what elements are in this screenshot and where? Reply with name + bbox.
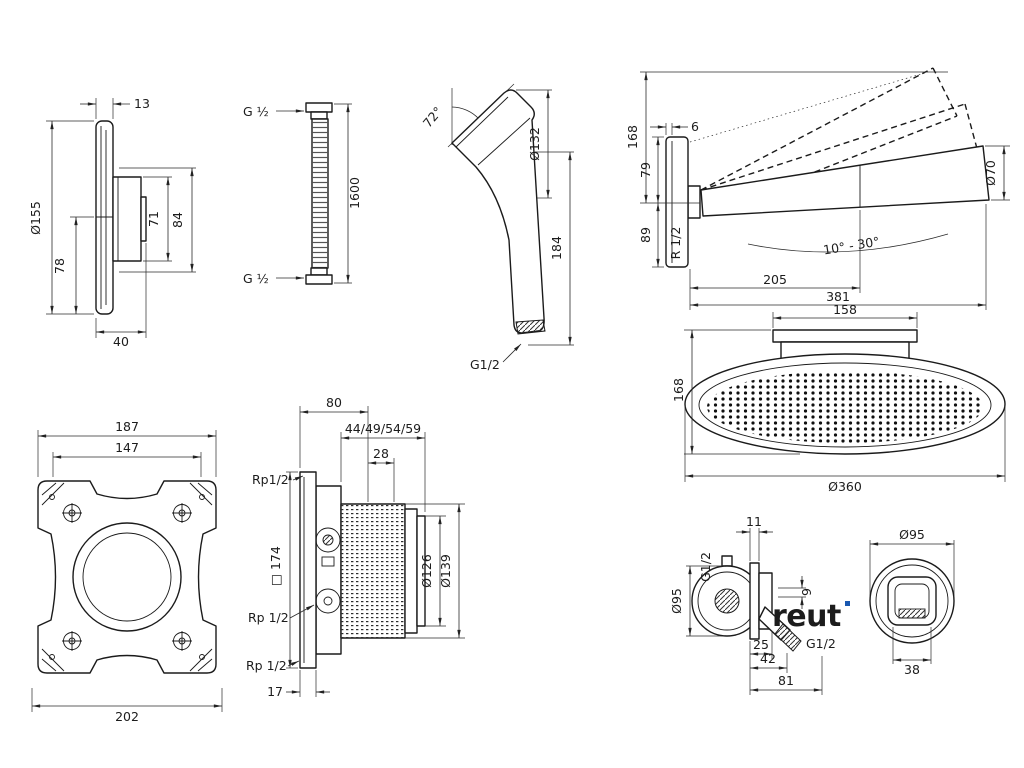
screw-holes — [49, 494, 205, 660]
dim-38-label: 38 — [904, 662, 920, 677]
handshower-g-label: G1/2 — [470, 357, 500, 372]
shower-arm-drawing: 168 6 79 89 R 1/2 10° - 30° 205 381 Ø70 — [625, 67, 1010, 310]
dim-28-label: 28 — [373, 446, 389, 461]
hose-g-top-label: G ½ — [243, 104, 269, 119]
dim-139-label: Ø139 — [438, 554, 453, 588]
dim-89-label: 89 — [638, 227, 653, 243]
watermark-mark — [845, 601, 850, 606]
dim-71-label: 71 — [146, 211, 161, 227]
hose-g-bottom-label: G ½ — [243, 271, 269, 286]
dim-155-label: Ø155 — [28, 201, 43, 235]
dim-84-label: 84 — [170, 212, 185, 228]
dim-95-outlet-label: Ø95 — [669, 588, 684, 614]
dim-79-label: 79 — [638, 162, 653, 178]
dim-381-label: 381 — [826, 289, 850, 304]
dim-184-label: 184 — [549, 236, 564, 260]
dim-174-label: □ 174 — [268, 546, 283, 586]
outlet-g-top-label: G1/2 — [698, 552, 713, 582]
overhead-shower-drawing: 158 168 Ø360 — [671, 302, 1006, 494]
dim-depth-range-label: 44/49/54/59 — [345, 421, 421, 436]
valve-trim-side-view: 13 Ø155 78 71 84 40 — [28, 96, 196, 349]
dim-95-holder-label: Ø95 — [899, 527, 925, 542]
dim-205-label: 205 — [763, 272, 787, 287]
dim-13-label: 13 — [134, 96, 150, 111]
wall-outlet-drawing: G1/2 11 Ø95 9 25 42 G1/2 81 — [669, 514, 836, 695]
dim-1600-label: 1600 — [347, 177, 362, 209]
dim-158-label: 158 — [833, 302, 857, 317]
ibox-rp-bottom-label: Rp 1/2 — [246, 658, 287, 673]
dim-187-label: 187 — [115, 419, 139, 434]
dim-40-label: 40 — [113, 334, 129, 349]
dim-147-label: 147 — [115, 440, 139, 455]
dim-360-label: Ø360 — [828, 479, 862, 494]
watermark: reut — [772, 599, 850, 634]
dim-132-label: Ø132 — [527, 127, 542, 161]
watermark-logo-text: reut — [772, 599, 841, 634]
dim-17-label: 17 — [267, 684, 283, 699]
dim-11-label: 11 — [746, 514, 762, 529]
dim-6-label: 6 — [691, 119, 699, 134]
dim-9-label: 9 — [799, 588, 814, 596]
dim-70-label: Ø70 — [983, 160, 998, 186]
mounting-plate-drawing: 187 147 202 — [31, 419, 223, 724]
dim-168-overhead-label: 168 — [671, 378, 686, 402]
shower-hose-drawing: G ½ G ½ 1600 — [243, 102, 362, 286]
hand-shower-drawing: 72° Ø132 184 G1/2 — [420, 83, 574, 372]
shower-holder-drawing: Ø95 38 — [869, 527, 955, 677]
dim-168-label: 168 — [625, 125, 640, 149]
dim-202-label: 202 — [115, 709, 139, 724]
dim-81-label: 81 — [778, 673, 794, 688]
outlet-g-bottom-label: G1/2 — [806, 636, 836, 651]
corner-hatching — [41, 482, 213, 672]
arm-thread-label: R 1/2 — [668, 227, 683, 260]
ibox-rp-top-label: Rp1/2 — [252, 472, 289, 487]
dim-25-label: 25 — [753, 637, 769, 652]
dim-42-label: 42 — [760, 651, 776, 666]
dim-78-label: 78 — [52, 258, 67, 274]
concealed-body-drawing: 80 44/49/54/59 28 Rp1/2 □ 174 Rp 1/2 Rp … — [246, 395, 465, 699]
ibox-rp-mid-label: Rp 1/2 — [248, 610, 289, 625]
dim-126-label: Ø126 — [419, 554, 434, 588]
dim-80-label: 80 — [326, 395, 342, 410]
